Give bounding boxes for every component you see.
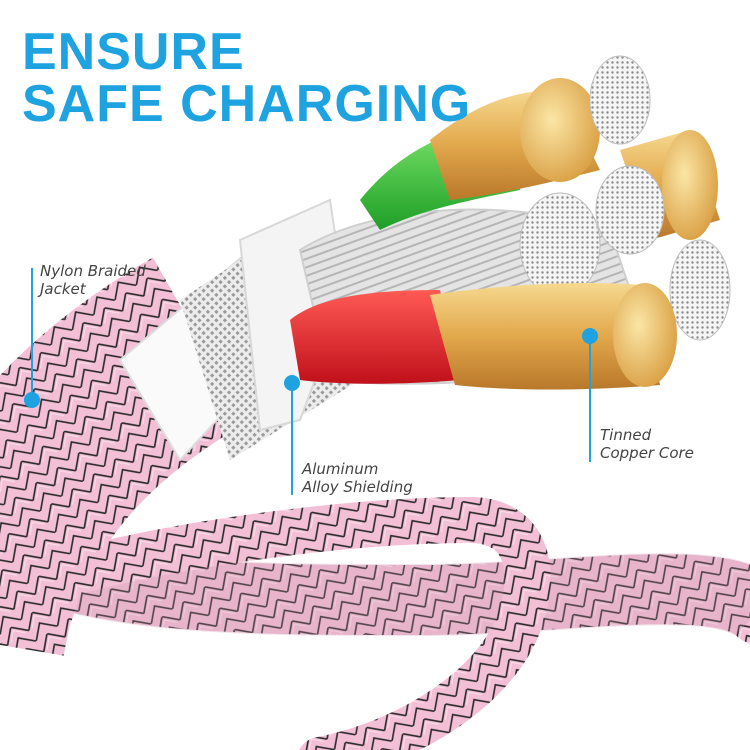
gold-conductor-bottom: [430, 283, 660, 390]
headline: ENSURE SAFE CHARGING: [22, 26, 471, 130]
callout-shielding-line-1: Aluminum: [302, 460, 379, 478]
cable-loop-lower: [0, 525, 750, 644]
callout-label-shielding: Aluminum Alloy Shielding: [302, 460, 413, 496]
gold-cap-bottom: [613, 283, 677, 387]
callout-dot-jacket: [24, 392, 40, 408]
callout-label-core: Tinned Copper Core: [600, 426, 694, 462]
callout-jacket-line-1: Nylon Braided: [40, 262, 146, 280]
red-wire: [290, 290, 460, 384]
headline-line-1: ENSURE: [22, 23, 245, 81]
strand-end-center: [519, 192, 601, 298]
callout-core-line-1: Tinned: [600, 426, 652, 444]
strand-end-mid: [595, 165, 665, 255]
callout-dot-shielding: [284, 375, 300, 391]
gold-cap-right: [662, 130, 718, 240]
callout-jacket-line-2: Jacket: [40, 280, 86, 298]
callout-label-jacket: Nylon Braided Jacket: [40, 262, 146, 298]
cable-loop-back: [57, 496, 551, 750]
headline-line-2: SAFE CHARGING: [22, 75, 472, 133]
callout-dot-core: [582, 328, 598, 344]
callout-core-line-2: Copper Core: [600, 444, 694, 462]
gold-cap-top: [520, 78, 600, 182]
cable-loop-lower-outline: [6, 526, 750, 639]
strand-end-right: [669, 239, 731, 341]
strand-end-top: [589, 55, 651, 145]
callout-shielding-line-2: Alloy Shielding: [302, 478, 413, 496]
